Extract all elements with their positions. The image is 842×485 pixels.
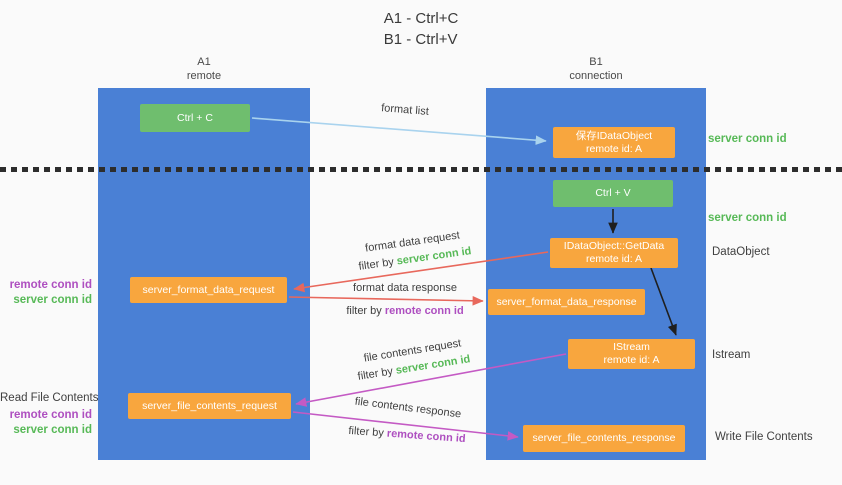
page-title: A1 - Ctrl+C B1 - Ctrl+V: [0, 8, 842, 50]
node-getdata-line2: remote id: A: [585, 253, 643, 265]
annotation-server-conn-id-mid: server conn id: [708, 212, 787, 224]
arrow-format-list: [251, 117, 547, 145]
arrow-file-contents-request: [295, 353, 567, 407]
node-istream: IStream remote id: A: [568, 339, 695, 369]
annotation-istream: Istream: [712, 349, 751, 361]
node-server-file-contents-request: server_file_contents_request: [128, 393, 291, 419]
arrow-getdata-to-istream: [650, 267, 677, 336]
node-getdata-line1: IDataObject::GetData: [563, 240, 665, 252]
lifeline-b1-title: B1: [589, 56, 603, 68]
annotation-left-conn-ids-bottom: remote conn id server conn id: [0, 408, 92, 438]
annotation-left-conn-ids-top: remote conn id server conn id: [0, 278, 92, 308]
node-ctrl-v-label: Ctrl + V: [595, 187, 631, 199]
node-ctrl-v: Ctrl + V: [553, 180, 673, 207]
edge-label-format-data-response: format data response: [353, 282, 457, 294]
node-format-response-label: server_format_data_response: [496, 295, 637, 308]
lifeline-a1-subtitle: remote: [186, 70, 222, 82]
arrow-file-contents-response: [292, 411, 519, 441]
lifeline-b1-subtitle: connection: [569, 70, 623, 82]
annotation-server-conn-id-left-bottom: server conn id: [13, 424, 92, 436]
edge-label-format-data-response-filter: filter by remote conn id: [330, 305, 480, 317]
annotation-server-conn-id-left-top: server conn id: [13, 294, 92, 306]
node-ctrl-c: Ctrl + C: [140, 104, 250, 132]
annotation-server-conn-id-top: server conn id: [708, 133, 787, 145]
node-idataobject-getdata: IDataObject::GetData remote id: A: [550, 238, 678, 268]
node-server-file-contents-response: server_file_contents_response: [523, 425, 685, 452]
node-ctrl-c-label: Ctrl + C: [177, 111, 213, 124]
lifeline-header-a1: A1 remote: [98, 55, 310, 83]
title-line-2: B1 - Ctrl+V: [383, 31, 458, 48]
dotted-divider: [0, 167, 842, 172]
lifeline-header-b1: B1 connection: [486, 55, 706, 83]
node-save-idataobject-line1: 保存IDataObject: [575, 129, 653, 142]
node-file-request-label: server_file_contents_request: [142, 399, 277, 412]
node-server-format-data-response: server_format_data_response: [488, 289, 645, 315]
annotation-remote-conn-id-top: remote conn id: [9, 279, 92, 291]
node-save-idataobject: 保存IDataObject remote id: A: [553, 127, 675, 158]
annotation-read-file-contents-wrap: Read File Contents: [0, 391, 99, 406]
annotation-write-file-contents: Write File Contents: [715, 431, 813, 443]
filter-prefix: filter by: [346, 305, 385, 317]
node-istream-line2: remote id: A: [603, 354, 660, 366]
annotation-remote-conn-id-bottom: remote conn id: [9, 409, 92, 421]
node-format-request-label: server_format_data_request: [142, 283, 275, 296]
annotation-dataobject: DataObject: [712, 246, 770, 258]
node-file-response-label: server_file_contents_response: [532, 432, 676, 444]
arrow-format-data-response: [288, 295, 484, 306]
node-istream-line1: IStream: [613, 341, 650, 353]
title-line-1: A1 - Ctrl+C: [383, 10, 459, 27]
node-save-idataobject-line2: remote id: A: [585, 142, 643, 155]
node-server-format-data-request: server_format_data_request: [130, 277, 287, 303]
arrow-format-data-request: [293, 251, 549, 293]
lifeline-a1-title: A1: [197, 56, 211, 68]
annotation-read-file-contents: Read File Contents: [0, 392, 99, 404]
filter-term-remote-conn-id: remote conn id: [384, 305, 464, 317]
